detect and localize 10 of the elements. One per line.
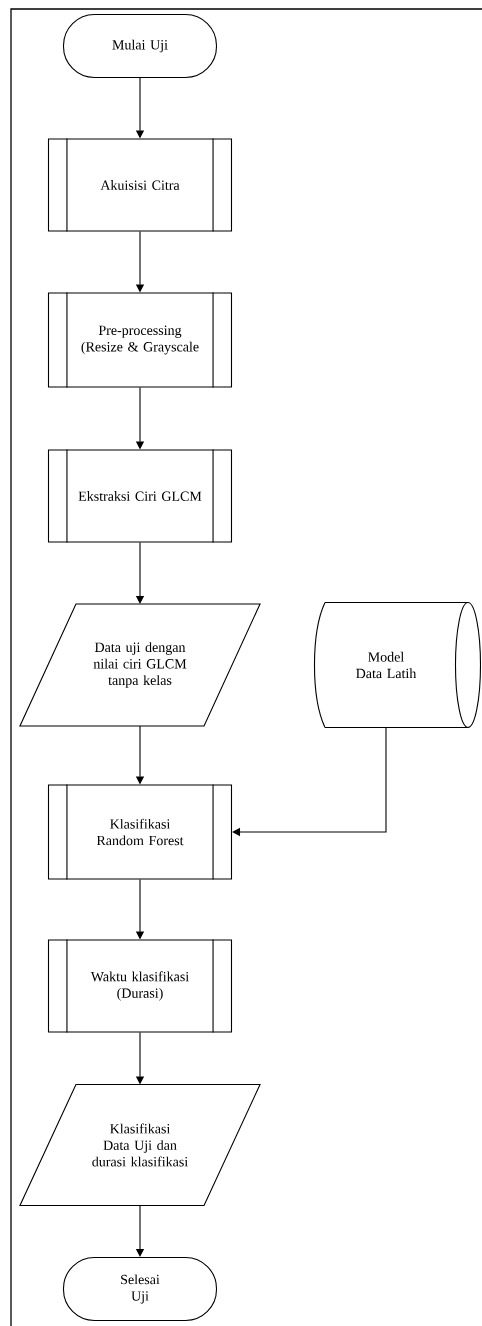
process-box: Klasifikasi Random Forest	[47, 783, 233, 881]
storage-cylinder: Model Data Latih	[313, 601, 482, 729]
process-box: Ekstraksi Ciri GLCM	[47, 448, 233, 544]
process-box: Pre-processing (Resize & Grayscale	[47, 291, 233, 389]
node-label: Model Data Latih	[356, 651, 417, 679]
data-parallelogram: Data uji dengan nilai ciri GLCM tanpa kelas	[19, 603, 261, 727]
arrow	[232, 727, 387, 837]
data-parallelogram: Klasifikasi Data Uji dan durasi klasifikasi	[19, 1083, 261, 1207]
process-box: Waktu klasifikasi (Durasi)	[47, 938, 233, 1034]
process-box: Akuisisi Citra	[47, 137, 233, 233]
